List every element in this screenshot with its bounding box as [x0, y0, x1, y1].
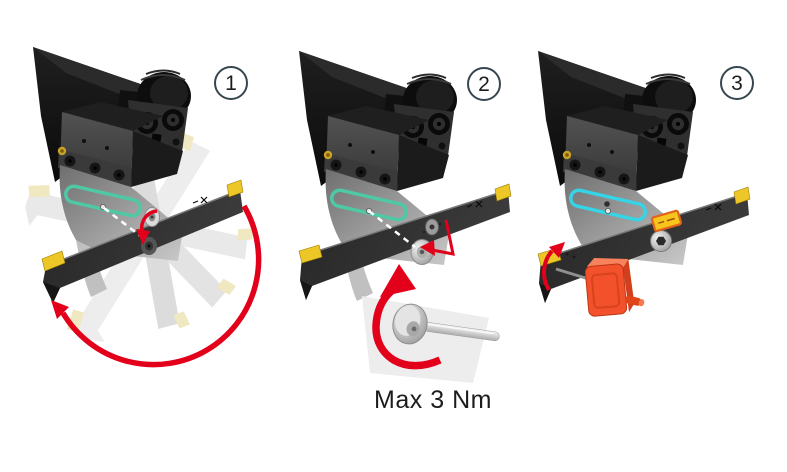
torque-detail [362, 264, 500, 383]
alignment-dashed-line [368, 210, 416, 248]
tighten-pointer-arrow-icon [420, 219, 455, 256]
blade-key-icon [584, 257, 645, 317]
coolant-hole [604, 201, 610, 207]
torque-warning-tag-icon [650, 209, 683, 232]
step-2-badge: 2 [467, 67, 501, 101]
pivot-turn-arrow-icon [136, 209, 158, 245]
release-arrow-icon [542, 242, 565, 292]
blade [537, 186, 751, 304]
step-1-illustration [20, 45, 262, 368]
torque-screw-icon [392, 303, 428, 345]
rotation-arc-arrow-icon [51, 204, 262, 368]
torque-label: Max 3 Nm [374, 386, 492, 414]
insert-left [41, 250, 66, 272]
step-2-illustration [297, 49, 512, 383]
step-1-badge: 1 [214, 66, 248, 100]
step-3-badge: 3 [720, 66, 754, 100]
insert-right [226, 179, 244, 198]
blade [298, 183, 512, 301]
torque-rotation-arrow-icon [372, 264, 442, 370]
step-3-illustration [536, 49, 751, 317]
hex-screw-icon [650, 230, 672, 252]
